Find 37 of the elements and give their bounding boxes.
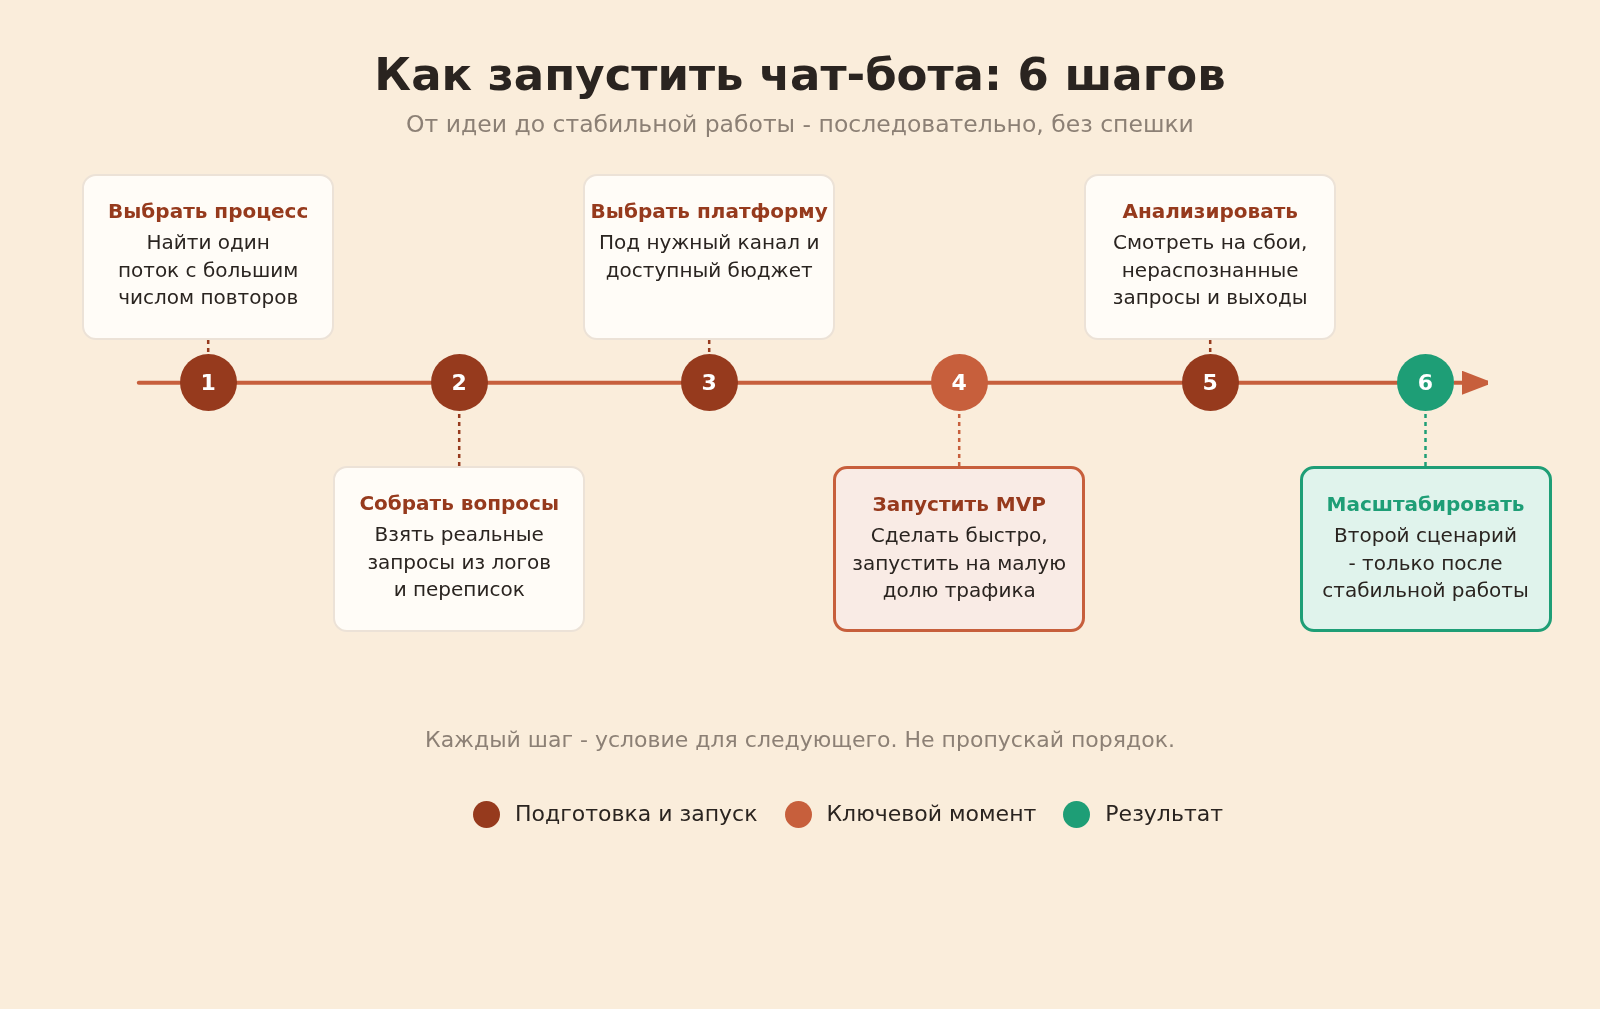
legend-label: Ключевой момент bbox=[826, 800, 1037, 828]
step-number: 2 bbox=[451, 371, 467, 394]
legend-label: Результат bbox=[1105, 800, 1223, 828]
leader-line bbox=[457, 411, 461, 466]
step-card bbox=[1084, 174, 1337, 340]
legend-label: Подготовка и запуск bbox=[515, 800, 758, 828]
step-title: Запустить MVP bbox=[872, 491, 1046, 517]
step-number: 3 bbox=[701, 371, 717, 394]
step-card bbox=[833, 466, 1086, 632]
leader-line bbox=[1424, 411, 1427, 466]
subtitle: От идеи до стабильной работы - последовательно, без спешки bbox=[406, 109, 1194, 139]
step-description: Сделать быстро, запустить на малую долю трафика bbox=[851, 522, 1068, 604]
step-description: Второй сценарий - только после стабильной работы bbox=[1321, 522, 1530, 604]
leader-line bbox=[957, 411, 961, 466]
leader-line bbox=[206, 340, 210, 355]
title: Как запустить чат-бота: 6 шагов bbox=[374, 47, 1226, 103]
leader-line bbox=[707, 340, 711, 355]
step-card bbox=[583, 174, 836, 340]
step-description: Под нужный канал и доступный бюджет bbox=[597, 229, 821, 284]
step-card bbox=[82, 174, 335, 340]
step-number: 6 bbox=[1417, 371, 1434, 394]
step-card bbox=[333, 466, 586, 632]
step-description: Найти один поток с большим числом повторов bbox=[116, 229, 300, 311]
step-number: 4 bbox=[951, 371, 967, 394]
step-title: Выбрать платформу bbox=[590, 198, 828, 224]
step-card bbox=[1299, 466, 1552, 632]
step-title: Выбрать процесс bbox=[108, 198, 309, 224]
step-number: 1 bbox=[200, 371, 216, 394]
step-title: Масштабировать bbox=[1326, 491, 1525, 517]
step-title: Анализировать bbox=[1122, 198, 1298, 224]
timeline-line bbox=[136, 380, 182, 385]
footer-note: Каждый шаг - условие для следующего. Не пропускай порядок. bbox=[425, 726, 1175, 754]
step-title: Собрать вопросы bbox=[359, 490, 559, 516]
step-description: Смотреть на сбои, нераспознанные запросы и выходы bbox=[1111, 229, 1309, 311]
step-description: Взять реальные запросы из логов и переписок bbox=[366, 521, 552, 603]
step-number: 5 bbox=[1202, 371, 1218, 394]
leader-line bbox=[1208, 340, 1212, 355]
